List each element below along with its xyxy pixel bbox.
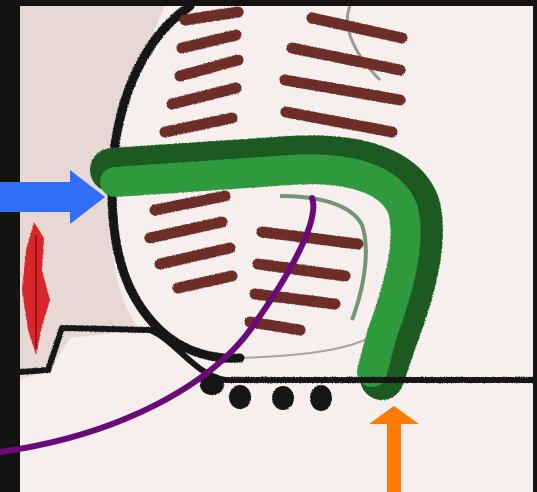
hand-drawn-diagram bbox=[0, 0, 537, 492]
illustration-canvas bbox=[0, 0, 537, 492]
